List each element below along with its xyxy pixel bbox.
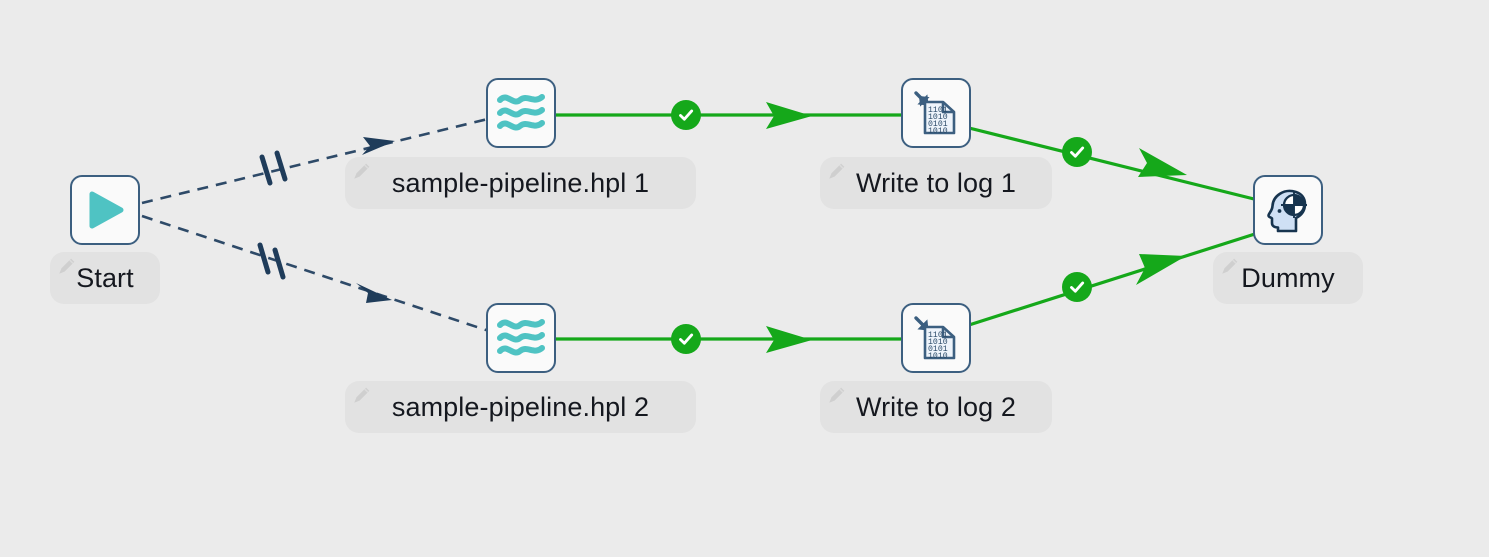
check-circle-icon <box>679 333 694 345</box>
node-label-text: sample-pipeline.hpl 1 <box>391 167 650 198</box>
node-dummy[interactable] <box>1253 175 1323 245</box>
node-label-text: Dummy <box>1241 262 1335 293</box>
check-circle-icon <box>1070 146 1085 158</box>
svg-text:0101: 0101 <box>928 120 948 129</box>
node-label-start[interactable]: Start <box>50 252 160 304</box>
svg-text:1101: 1101 <box>928 331 948 340</box>
node-label-dummy[interactable]: Dummy <box>1213 252 1363 304</box>
pencil-icon <box>59 258 75 274</box>
node-label-pipeline-2[interactable]: sample-pipeline.hpl 2 <box>345 381 696 433</box>
svg-text:1010: 1010 <box>928 113 948 122</box>
arrowhead-icon <box>1136 254 1186 285</box>
hop-status-check-write-to-log-2[interactable] <box>1062 272 1092 302</box>
hop-line <box>141 214 493 334</box>
node-pipeline-1[interactable] <box>486 78 556 148</box>
node-write-to-log-2[interactable]: 1101 1010 0101 1010 <box>901 303 971 373</box>
parallel-hash-icon <box>257 242 286 280</box>
svg-text:0101: 0101 <box>928 345 948 354</box>
hop-pipeline-2-to-write-to-log-2[interactable] <box>553 326 903 353</box>
hop-status-check-pipeline-2[interactable] <box>671 324 701 354</box>
pencil-icon <box>829 387 845 403</box>
svg-text:1101: 1101 <box>928 106 948 115</box>
parallel-hash-icon <box>259 150 288 186</box>
hop-pipeline-1-to-write-to-log-1[interactable] <box>553 102 903 129</box>
node-label-text: sample-pipeline.hpl 2 <box>391 391 650 422</box>
arrowhead-icon <box>766 102 812 129</box>
node-label-text: Start <box>76 262 134 293</box>
check-circle-icon <box>679 109 694 121</box>
play-triangle-icon <box>89 191 124 229</box>
pencil-icon <box>1222 258 1238 274</box>
hop-start-to-pipeline-2[interactable] <box>141 214 493 334</box>
write-to-log-icon: 1101 1010 0101 1010 <box>914 91 956 136</box>
pipeline-waves-icon <box>497 319 545 356</box>
node-label-text: Write to log 1 <box>856 167 1016 198</box>
dummy-head-icon <box>1267 189 1307 233</box>
arrowhead-icon <box>1138 148 1187 177</box>
node-write-to-log-1[interactable]: 1101 1010 0101 1010 <box>901 78 971 148</box>
pencil-icon <box>829 163 845 179</box>
node-label-pipeline-1[interactable]: sample-pipeline.hpl 1 <box>345 157 696 209</box>
node-label-write-to-log-2[interactable]: Write to log 2 <box>820 381 1052 433</box>
svg-text:1010: 1010 <box>928 338 948 347</box>
svg-text:1010: 1010 <box>928 352 948 361</box>
write-to-log-icon: 1101 1010 0101 1010 <box>914 316 956 361</box>
svg-text:1010: 1010 <box>928 127 948 136</box>
hop-status-check-write-to-log-1[interactable] <box>1062 137 1092 167</box>
pencil-icon <box>354 163 370 179</box>
arrowhead-icon <box>356 283 392 303</box>
pipeline-waves-icon <box>497 94 545 131</box>
arrowhead-icon <box>766 326 812 353</box>
check-circle-icon <box>1070 281 1085 293</box>
node-label-text: Write to log 2 <box>856 391 1016 422</box>
hop-status-check-pipeline-1[interactable] <box>671 100 701 130</box>
pencil-icon <box>354 387 370 403</box>
node-start[interactable] <box>70 175 140 245</box>
arrowhead-icon <box>362 137 395 155</box>
node-pipeline-2[interactable] <box>486 303 556 373</box>
node-label-write-to-log-1[interactable]: Write to log 1 <box>820 157 1052 209</box>
